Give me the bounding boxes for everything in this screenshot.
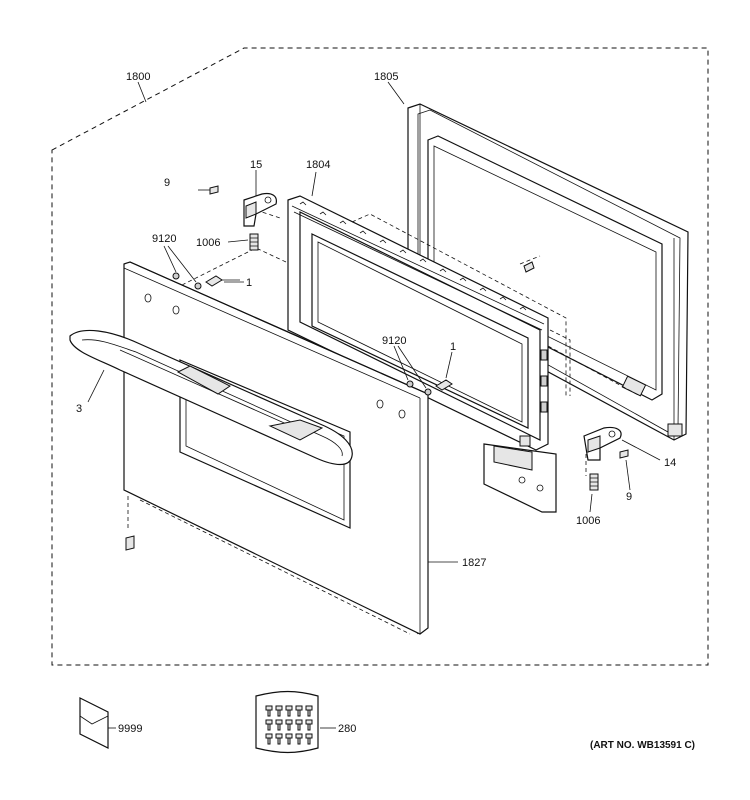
kit-screw-shank <box>297 737 301 745</box>
clip-right <box>435 379 453 391</box>
label-hardware-kit: 280 <box>338 723 356 735</box>
spring-right <box>589 473 599 491</box>
label-handle: 3 <box>76 403 82 415</box>
kit-screw-shank <box>267 723 271 731</box>
kit-screw-icon <box>275 719 283 725</box>
label-clip-right: 1 <box>450 341 456 353</box>
label-door-panel: 1827 <box>462 557 486 569</box>
kit-screw-shank <box>287 737 291 745</box>
label-stud-right: 9120 <box>382 335 406 347</box>
label-stud-left: 9120 <box>152 233 176 245</box>
label-screw-right: 9 <box>626 491 632 503</box>
label-literature: 9999 <box>118 723 142 735</box>
kit-screw-shank <box>307 723 311 731</box>
screw-right <box>619 449 629 459</box>
kit-screw-shank <box>277 723 281 731</box>
kit-screw-shank <box>297 723 301 731</box>
art-number: (ART NO. WB13591 C) <box>590 740 695 751</box>
kit-screw-shank <box>267 709 271 717</box>
hardware-kit-bag <box>255 690 319 754</box>
kit-screw-shank <box>277 737 281 745</box>
door-handle <box>69 329 353 466</box>
kit-screw-shank <box>307 709 311 717</box>
stud-right <box>406 380 432 396</box>
label-outer-frame: 1805 <box>374 71 398 83</box>
literature-packet <box>79 697 109 749</box>
spring-left <box>249 233 259 251</box>
kit-screw-icon <box>265 705 273 711</box>
stud-left <box>172 272 202 290</box>
kit-screw-shank <box>287 709 291 717</box>
label-hinge-left: 15 <box>250 159 262 171</box>
label-hinge-right: 14 <box>664 457 676 469</box>
label-assembly: 1800 <box>126 71 150 83</box>
label-clip-left: 1 <box>246 277 252 289</box>
bottom-screw <box>125 535 135 551</box>
kit-screw-icon <box>295 719 303 725</box>
kit-screw-shank <box>277 709 281 717</box>
label-spring-left: 1006 <box>196 237 220 249</box>
kit-screw-icon <box>305 705 313 711</box>
small-screw-frame <box>523 261 535 273</box>
assembly-boundary <box>51 47 709 666</box>
kit-screw-icon <box>295 705 303 711</box>
kit-screw-shank <box>307 737 311 745</box>
leader-lines <box>87 81 661 729</box>
clip-left <box>205 275 240 287</box>
kit-screw-icon <box>265 719 273 725</box>
screw-left <box>198 185 219 195</box>
kit-screw-icon <box>275 705 283 711</box>
kit-screw-shank <box>297 709 301 717</box>
kit-screw-icon <box>285 733 293 739</box>
kit-screw-icon <box>305 719 313 725</box>
hinge-right <box>583 426 622 461</box>
inner-door-frame <box>287 195 557 513</box>
kit-screw-icon <box>275 733 283 739</box>
kit-screw-shank <box>287 723 291 731</box>
kit-screw-icon <box>285 719 293 725</box>
kit-screw-icon <box>285 705 293 711</box>
kit-screw-icon <box>265 733 273 739</box>
kit-screw-icon <box>305 733 313 739</box>
label-inner-frame: 1804 <box>306 159 330 171</box>
hinge-left <box>243 192 277 227</box>
kit-screw-shank <box>267 737 271 745</box>
label-screw-left: 9 <box>164 177 170 189</box>
label-spring-right: 1006 <box>576 515 600 527</box>
kit-screw-icon <box>295 733 303 739</box>
